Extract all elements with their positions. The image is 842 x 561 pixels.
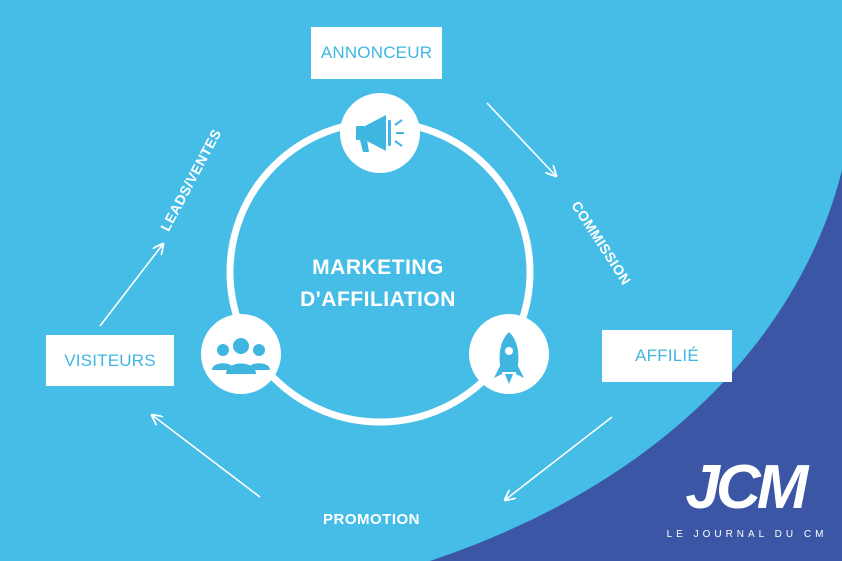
node-circle-affilie [469, 314, 549, 394]
edge-label-promotion: PROMOTION [323, 511, 420, 528]
arrow-visiteurs-to-annonceur [99, 244, 163, 327]
arrow-affilie-to-visiteurs [505, 416, 613, 500]
corner-shape [430, 170, 842, 561]
megaphone-icon [356, 115, 404, 152]
diagram-title-line1: MARKETING [312, 256, 444, 279]
node-box-affilie: AFFILIÉ [602, 330, 732, 382]
node-label-affilie: AFFILIÉ [635, 346, 699, 365]
diagram-title-line2: D'AFFILIATION [300, 288, 456, 311]
rocket-icon [494, 332, 524, 384]
arrow-annonceur-to-affilie [486, 102, 556, 176]
node-label-visiteurs: VISITEURS [64, 350, 156, 370]
diagram-title: MARKETING D'AFFILIATION [243, 252, 513, 316]
logo-mark: JCM [685, 453, 809, 522]
node-label-annonceur: ANNONCEUR [320, 43, 433, 62]
node-circle-annonceur [340, 93, 420, 173]
node-box-visiteurs: VISITEURS [46, 335, 174, 386]
arrow-visiteurs-lower [152, 415, 261, 498]
users-group-icon [212, 338, 270, 374]
jcm-logo: JCM LE JOURNAL DU CM [662, 455, 832, 545]
logo-tagline: LE JOURNAL DU CM [666, 529, 828, 540]
node-circle-visiteurs [201, 314, 281, 394]
node-box-annonceur: ANNONCEUR [311, 27, 442, 79]
